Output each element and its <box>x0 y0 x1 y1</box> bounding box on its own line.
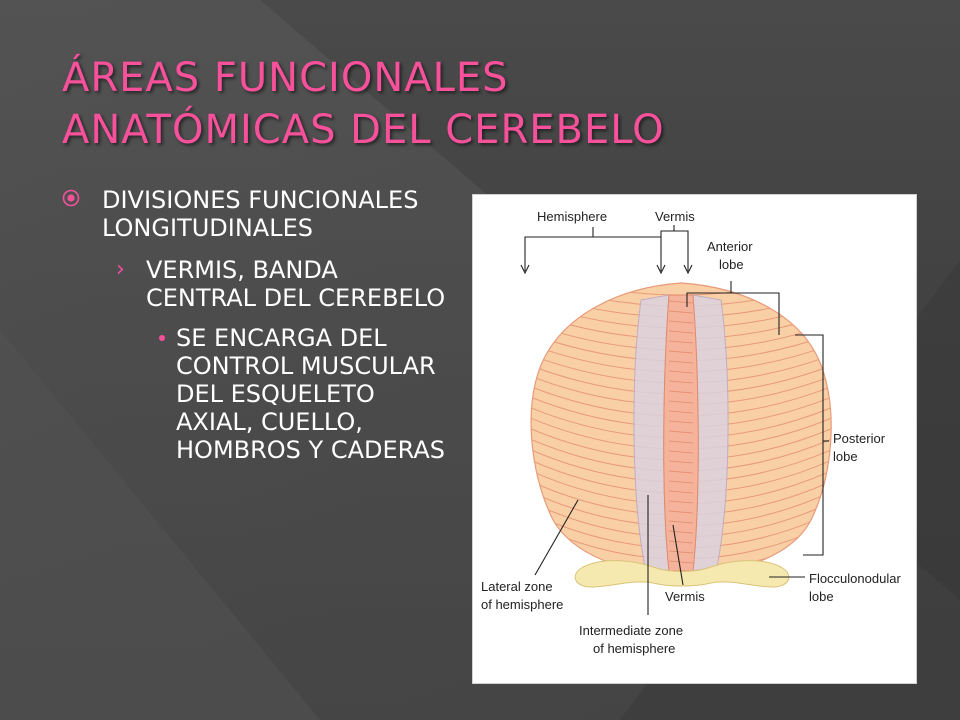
vermis-fold-line <box>668 300 694 304</box>
label-intermediate-1: Intermediate zone <box>579 623 683 638</box>
vermis-fold-line <box>668 490 694 494</box>
label-intermediate-2: of hemisphere <box>593 641 675 656</box>
label-lateral-2: of hemisphere <box>481 597 563 612</box>
vermis-fold-line <box>668 310 694 314</box>
bullet-list: DIVISIONES FUNCIONALES LONGITUDINALES › … <box>62 186 452 464</box>
vermis-fold-line <box>668 440 694 444</box>
vermis-fold-line <box>668 320 694 324</box>
vermis-fold-line <box>668 450 694 454</box>
label-posterior-1: Posterior <box>833 431 886 446</box>
vermis-fold-line <box>668 400 694 404</box>
vermis-fold-line <box>668 410 694 414</box>
vermis-band <box>663 294 699 572</box>
label-flocculonodular-2: lobe <box>809 589 834 604</box>
vermis-fold-line <box>668 460 694 464</box>
vermis-fold-line <box>668 420 694 424</box>
vermis-fold-line <box>668 550 694 554</box>
vermis-fold-line <box>668 540 694 544</box>
bullet-level-1-text: DIVISIONES FUNCIONALES LONGITUDINALES <box>102 186 419 242</box>
vermis-fold-line <box>668 470 694 474</box>
bullet-level-2: › VERMIS, BANDA CENTRAL DEL CEREBELO <box>62 256 452 312</box>
vermis-fold-line <box>668 370 694 374</box>
vermis-fold-line <box>668 380 694 384</box>
chevron-bullet-icon: › <box>116 257 125 282</box>
vermis-fold-line <box>668 510 694 514</box>
bullet-level-2-text: VERMIS, BANDA CENTRAL DEL CEREBELO <box>146 256 446 312</box>
vermis-fold-line <box>668 430 694 434</box>
circle-dot-bullet-icon <box>62 189 80 207</box>
vermis-fold-line <box>668 330 694 334</box>
vermis-fold-line <box>668 520 694 524</box>
label-hemisphere: Hemisphere <box>537 209 607 224</box>
vermis-fold-line <box>668 560 694 564</box>
vermis-fold-line <box>668 390 694 394</box>
vermis-fold-line <box>668 360 694 364</box>
label-vermis-bottom: Vermis <box>665 589 705 604</box>
cerebellum-illustration: Hemisphere Vermis Anterior lobe Posterio… <box>481 209 901 656</box>
vermis-fold-line <box>668 500 694 504</box>
label-vermis-top: Vermis <box>655 209 695 224</box>
label-anterior-1: Anterior <box>707 239 753 254</box>
label-flocculonodular-1: Flocculonodular <box>809 571 901 586</box>
vermis-fold-line <box>668 350 694 354</box>
vermis-fold-line <box>668 340 694 344</box>
slide-title: ÁREAS FUNCIONALES ANATÓMICAS DEL CEREBEL… <box>62 52 922 156</box>
dot-bullet-icon <box>159 335 165 341</box>
title-line-2: ANATÓMICAS DEL CEREBELO <box>62 107 665 153</box>
label-anterior-2: lobe <box>719 257 744 272</box>
label-lateral-1: Lateral zone <box>481 579 553 594</box>
bullet-level-3: SE ENCARGA DEL CONTROL MUSCULAR DEL ESQU… <box>62 324 452 464</box>
bullet-level-3-text: SE ENCARGA DEL CONTROL MUSCULAR DEL ESQU… <box>176 324 446 464</box>
title-line-1: ÁREAS FUNCIONALES <box>62 55 509 101</box>
vermis-fold-line <box>668 480 694 484</box>
flocculonodular-lobe <box>574 560 790 588</box>
bullet-level-1: DIVISIONES FUNCIONALES LONGITUDINALES <box>62 186 452 242</box>
vermis-fold-line <box>668 530 694 534</box>
label-posterior-2: lobe <box>833 449 858 464</box>
cerebellum-diagram: Hemisphere Vermis Anterior lobe Posterio… <box>472 194 917 684</box>
